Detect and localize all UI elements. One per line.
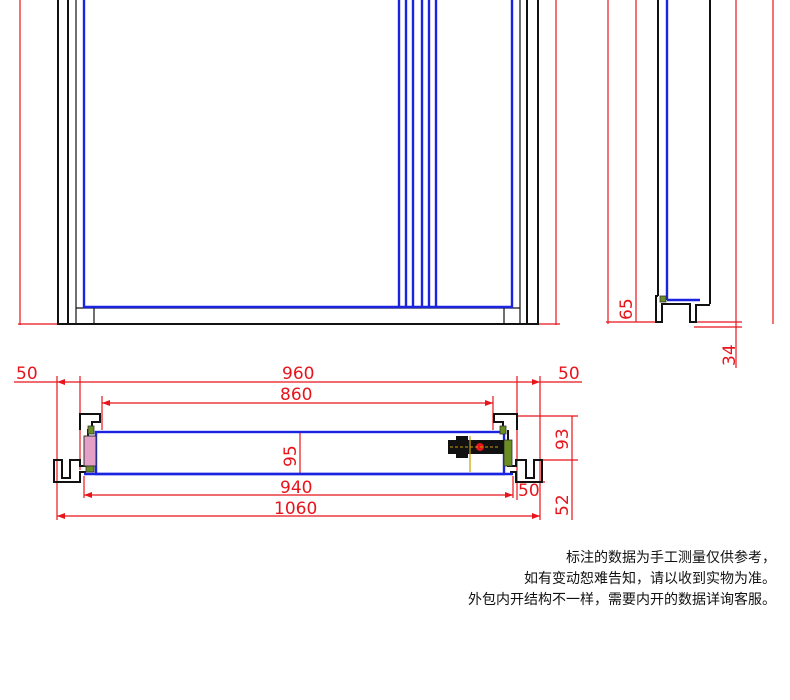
side-bottom-profile [655, 295, 710, 323]
right-seal-top [499, 425, 507, 435]
lock-icon [448, 436, 504, 472]
disclaimer-note: 标注的数据为手工测量仅供参考， 如有变动恕难告知，请以收到实物为准。 外包内开结… [468, 548, 776, 611]
dimension-34: 34 [720, 344, 740, 366]
dimension-960: 960 [282, 364, 314, 384]
dimension-50-left: 50 [16, 364, 38, 384]
dimension-940: 940 [280, 478, 312, 498]
note-line-1: 标注的数据为手工测量仅供参考， [566, 550, 776, 566]
left-hinge [83, 435, 97, 467]
side-seal [659, 295, 667, 303]
front-elevation [18, 0, 560, 325]
plan-left-frame-top [79, 413, 101, 430]
dimension-95: 95 [281, 445, 301, 467]
dimension-65: 65 [617, 298, 637, 320]
leaf-outline [82, 0, 514, 309]
dimension-50-bottom: 50 [518, 481, 540, 501]
side-section: 65 34 [606, 0, 774, 368]
dimension-860: 860 [280, 385, 312, 405]
dimension-93: 93 [553, 428, 573, 450]
note-line-2: 如有变动恕难告知，请以收到实物为准。 [524, 571, 776, 587]
left-seal-top [87, 425, 95, 435]
dimension-50-right: 50 [558, 364, 580, 384]
dimension-1060: 1060 [274, 499, 317, 519]
dimension-52: 52 [553, 494, 573, 516]
left-seal-bottom [85, 465, 95, 473]
right-seal-side [503, 439, 513, 467]
plan-right-frame-profile [507, 430, 543, 483]
note-line-3: 外包内开结构不一样，需要内开的数据详询客服。 [468, 592, 776, 608]
plan-right-frame-top [493, 413, 518, 430]
plan-section: 50 960 50 860 95 93 940 50 1060 52 [14, 364, 582, 520]
